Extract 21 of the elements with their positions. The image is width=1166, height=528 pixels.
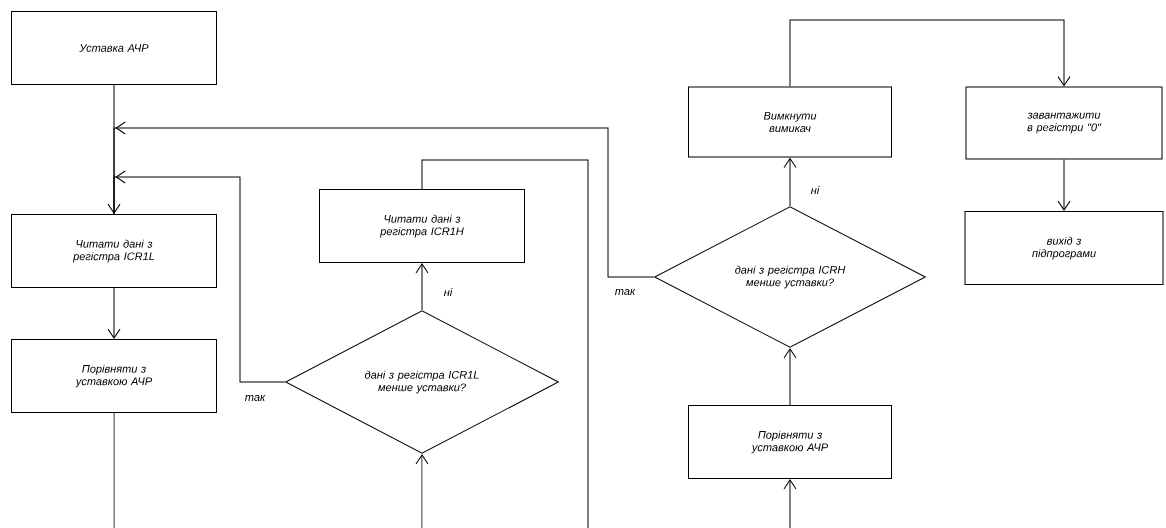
arrow	[783, 348, 797, 406]
arrow	[107, 84, 121, 214]
process-box: завантажити в регістри "0"	[965, 86, 1163, 160]
process-box: Вимкнути вимикач	[688, 86, 892, 158]
arrow	[107, 287, 121, 339]
process-box: Читати дані з регістра ICR1H	[319, 189, 525, 263]
arrow	[789, 19, 1071, 87]
arrow	[1057, 159, 1071, 211]
process-box: Уставка АЧР	[11, 11, 217, 85]
process-box: вихід з підпрограми	[964, 211, 1164, 285]
process-box: Читати дані з регістра ICR1L	[11, 214, 217, 288]
edge-label: так	[613, 288, 637, 296]
arrow	[783, 479, 797, 528]
edge-label: ні	[809, 185, 821, 195]
edge-label: так	[243, 394, 267, 402]
arrow	[783, 157, 797, 207]
edge-label: ні	[442, 287, 454, 297]
arrow	[415, 263, 429, 311]
process-box: Порівняти з уставкою АЧР	[688, 405, 892, 479]
arrow	[415, 454, 429, 528]
process-box: Порівняти з уставкою АЧР	[11, 339, 217, 413]
